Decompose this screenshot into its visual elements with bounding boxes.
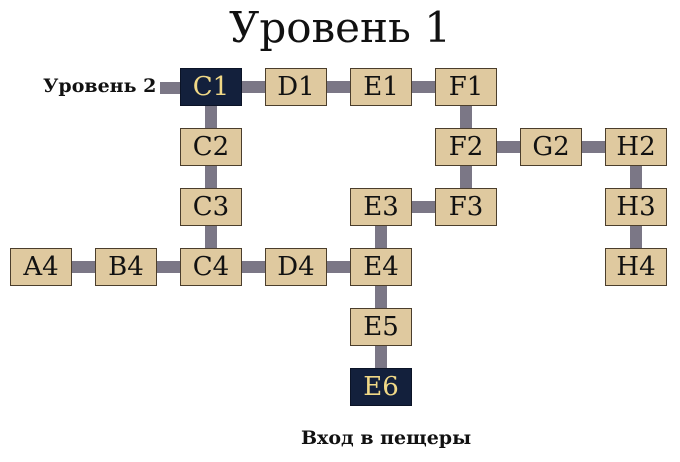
room-d1[interactable]: D1: [265, 68, 327, 106]
corridor-f2-g2: [495, 141, 522, 153]
room-e6[interactable]: E6: [350, 368, 412, 406]
corridor-d1-e1: [325, 81, 352, 93]
corridor-h3-h4: [630, 224, 642, 250]
room-b4[interactable]: B4: [95, 248, 157, 286]
corridor-e3-f3: [410, 201, 437, 213]
corridor-d4-e4: [325, 261, 352, 273]
room-h2[interactable]: H2: [605, 128, 667, 166]
room-c4[interactable]: C4: [180, 248, 242, 286]
level-2-exit-corridor: [160, 82, 182, 94]
corridor-c1-c2: [205, 104, 217, 130]
room-e1[interactable]: E1: [350, 68, 412, 106]
corridor-a4-b4: [70, 261, 97, 273]
corridor-g2-h2: [580, 141, 607, 153]
corridor-e4-e3: [375, 224, 387, 250]
room-f3[interactable]: F3: [435, 188, 497, 226]
room-a4[interactable]: A4: [10, 248, 72, 286]
level-2-exit-label: Уровень 2: [43, 75, 157, 97]
corridor-e5-e6: [375, 344, 387, 370]
room-c3[interactable]: C3: [180, 188, 242, 226]
page-title: Уровень 1: [229, 3, 451, 52]
corridor-e1-f1: [410, 81, 437, 93]
room-f1[interactable]: F1: [435, 68, 497, 106]
room-h4[interactable]: H4: [605, 248, 667, 286]
cave-entrance-label: Вход в пещеры: [301, 427, 472, 449]
corridor-c3-c4: [205, 224, 217, 250]
room-f2[interactable]: F2: [435, 128, 497, 166]
room-c1[interactable]: C1: [180, 68, 242, 106]
corridor-f3-f2: [460, 164, 472, 190]
room-c2[interactable]: C2: [180, 128, 242, 166]
room-e5[interactable]: E5: [350, 308, 412, 346]
corridor-c2-c3: [205, 164, 217, 190]
room-e4[interactable]: E4: [350, 248, 412, 286]
corridor-h2-h3: [630, 164, 642, 190]
corridor-b4-c4: [155, 261, 182, 273]
corridor-c1-d1: [240, 81, 267, 93]
room-e3[interactable]: E3: [350, 188, 412, 226]
room-d4[interactable]: D4: [265, 248, 327, 286]
room-h3[interactable]: H3: [605, 188, 667, 226]
corridor-e4-e5: [375, 284, 387, 310]
room-g2[interactable]: G2: [520, 128, 582, 166]
corridor-c4-d4: [240, 261, 267, 273]
corridor-f2-f1: [460, 104, 472, 130]
